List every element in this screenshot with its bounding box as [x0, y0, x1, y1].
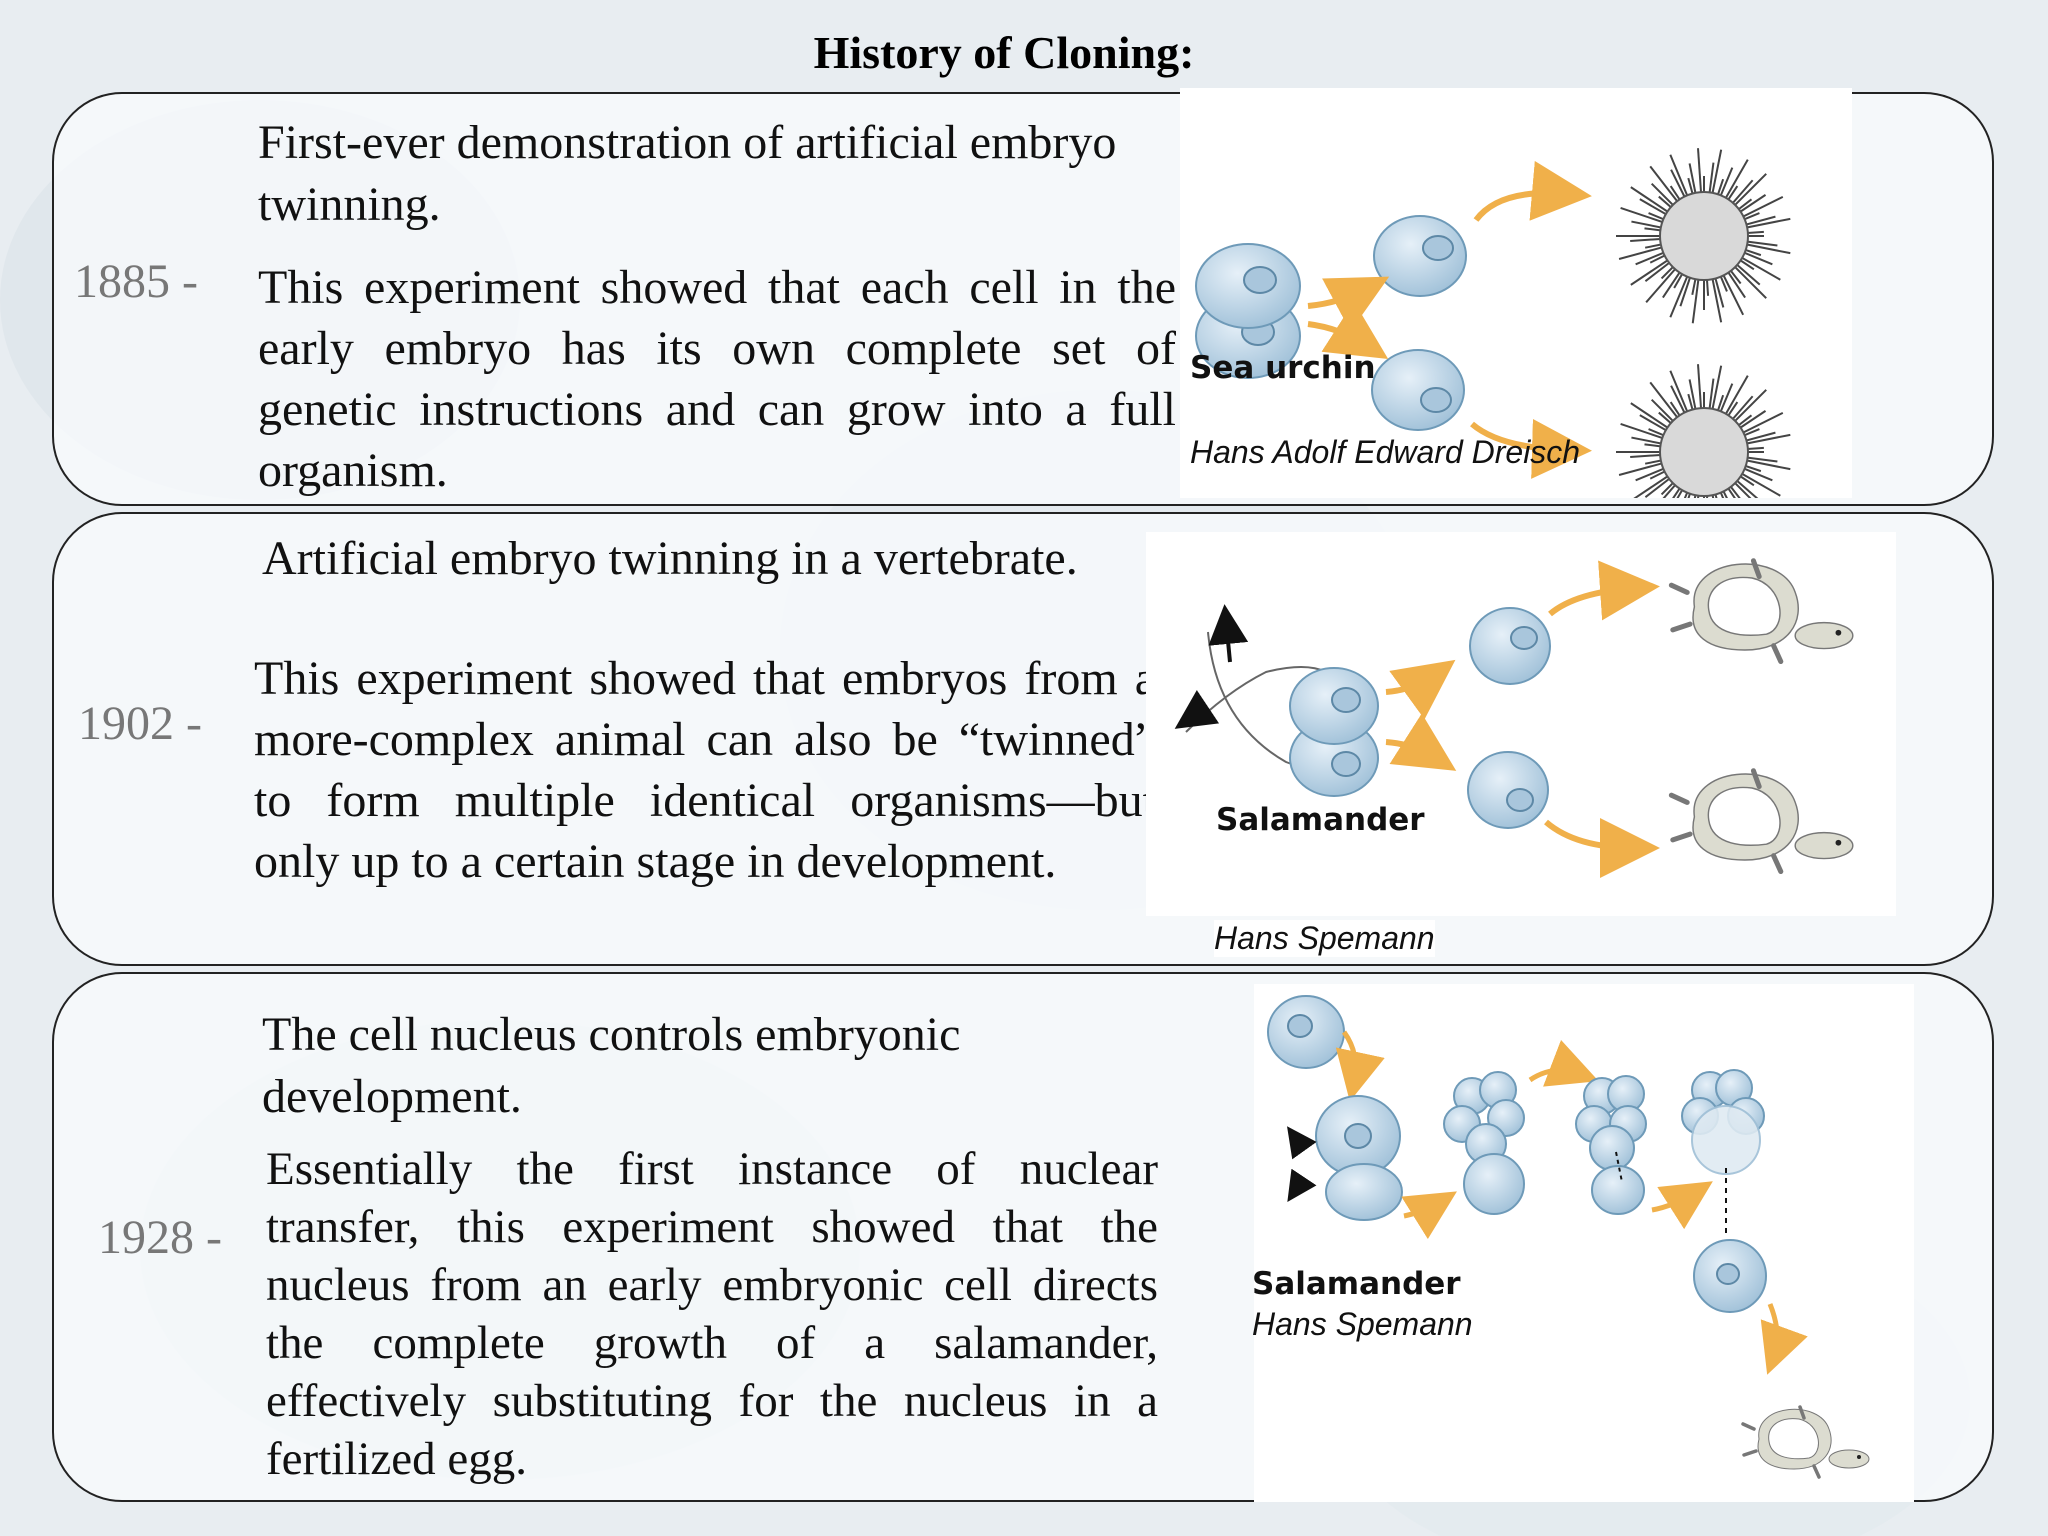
- sea-urchin-icon: [1616, 148, 1791, 324]
- salamander-twinning-figure: Salamander: [1146, 532, 1896, 916]
- scientist-label: Hans Adolf Edward Dreisch: [1190, 434, 1581, 470]
- scientist-label: Hans Spemann: [1214, 920, 1435, 957]
- organism-label: Salamander: [1252, 1266, 1461, 1302]
- entry-year: 1928 -: [98, 1211, 222, 1264]
- nuclear-transfer-figure: Salamander Hans Spemann: [1252, 984, 1914, 1502]
- entry-year: 1885 -: [74, 255, 198, 308]
- organism-label: Salamander: [1216, 802, 1425, 838]
- timeline-entry-1902: 1902 - Artificial embryo twinning in a v…: [52, 512, 1994, 966]
- scientist-label: Hans Spemann: [1252, 1306, 1473, 1342]
- timeline-entry-1885: 1885 - First-ever demonstration of artif…: [52, 88, 1994, 506]
- entry-body: Essentially the first instance of nuclea…: [266, 1143, 1158, 1485]
- salamander-icon: [1741, 1405, 1870, 1479]
- entry-heading: Artificial embryo twinning in a vertebra…: [262, 532, 1078, 585]
- entry-body: This experiment showed that embryos from…: [254, 652, 1156, 888]
- nuclear-transfer-diagram: [1267, 995, 1870, 1479]
- page-title: History of Cloning:: [813, 27, 1195, 78]
- organism-label: Sea urchin: [1190, 350, 1376, 386]
- entry-body: This experiment showed that each cell in…: [258, 261, 1176, 497]
- salamander-icon: [1668, 558, 1854, 665]
- salamander-icon: [1668, 768, 1854, 875]
- entry-year: 1902 -: [78, 697, 202, 750]
- entry-heading: First-ever demonstration of artificial e…: [258, 116, 1117, 231]
- sea-urchin-icon: [1616, 364, 1791, 498]
- entry-heading: The cell nucleus controls embryonic deve…: [262, 1008, 961, 1123]
- salamander-twinning-diagram: [1174, 558, 1854, 878]
- timeline-entry-1928: 1928 - The cell nucleus controls embryon…: [52, 972, 1994, 1502]
- sea-urchin-diagram: [1195, 148, 1791, 498]
- sea-urchin-twinning-figure: Sea urchin Hans Adolf Edward Dreisch: [1180, 88, 1852, 498]
